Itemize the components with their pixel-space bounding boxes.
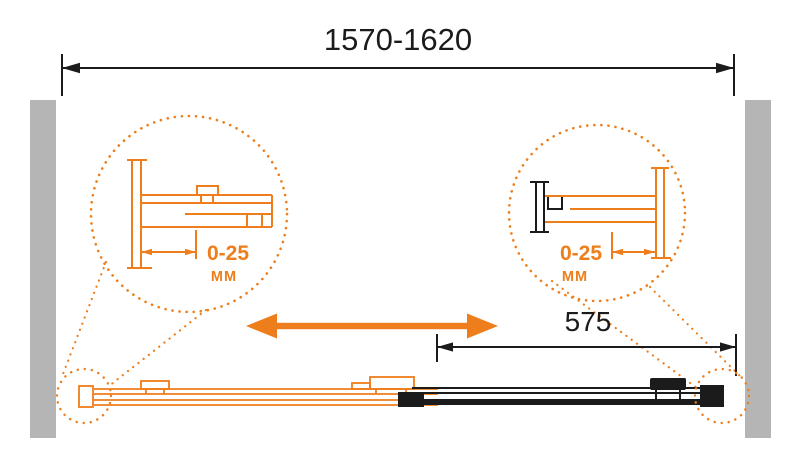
arrowhead-left bbox=[62, 62, 80, 74]
right-adjustment-unit-label: MM bbox=[562, 269, 588, 285]
leader-line bbox=[107, 308, 208, 388]
door-width-label: 575 bbox=[565, 306, 612, 337]
left-detail-profile bbox=[127, 159, 273, 269]
right-detail-rail-profile bbox=[545, 167, 671, 259]
left-adjustment-range-label: 0-25 bbox=[207, 242, 249, 265]
left-adjustment-unit-label: MM bbox=[211, 269, 237, 285]
left-detail-source-circle bbox=[55, 367, 113, 425]
track-clamp bbox=[140, 380, 170, 390]
slide-direction-arrow bbox=[246, 313, 498, 339]
track-left-profile bbox=[78, 376, 438, 408]
arrowhead-right bbox=[644, 248, 655, 256]
track-clamp-right bbox=[650, 378, 686, 390]
left-adjustment-dimension bbox=[141, 230, 197, 259]
track-right-profile bbox=[398, 378, 724, 407]
door-width-dimension bbox=[436, 334, 737, 376]
right-adjustment-dimension bbox=[611, 232, 655, 259]
track-end-cap-left bbox=[78, 385, 94, 408]
overall-width-label: 1570-1620 bbox=[324, 22, 472, 57]
right-detail-source-circle bbox=[693, 367, 751, 425]
left-callout-leader-lines bbox=[61, 260, 208, 388]
overall-width-dimension bbox=[61, 54, 735, 96]
arrowhead-right bbox=[467, 313, 498, 339]
arrowhead-right bbox=[720, 342, 736, 352]
right-detail-profile bbox=[530, 167, 671, 259]
right-detail-door-profile bbox=[530, 181, 563, 233]
arrowhead-right bbox=[185, 248, 196, 256]
arrow-shaft bbox=[270, 322, 474, 330]
right-adjustment-range-label: 0-25 bbox=[560, 242, 602, 265]
track-center-clamp bbox=[369, 376, 415, 390]
profile-fitting bbox=[547, 195, 563, 210]
right-detail-circle bbox=[507, 123, 687, 303]
arrowhead-left bbox=[141, 248, 152, 256]
center-roller-block bbox=[398, 392, 424, 407]
track-clamp-extension bbox=[351, 382, 371, 390]
left-detail-circle bbox=[89, 114, 289, 314]
arrowhead-left bbox=[612, 248, 623, 256]
leader-line bbox=[61, 260, 108, 376]
arrowhead-left bbox=[437, 342, 453, 352]
left-wall bbox=[30, 100, 56, 438]
right-wall bbox=[745, 100, 771, 438]
door-panel-bar bbox=[412, 399, 704, 405]
arrowhead-left bbox=[246, 313, 277, 339]
profile-fitting bbox=[246, 213, 263, 228]
track-end-cap-right bbox=[700, 385, 724, 407]
arrowhead-right bbox=[716, 62, 734, 74]
profile-clamp bbox=[196, 185, 219, 196]
